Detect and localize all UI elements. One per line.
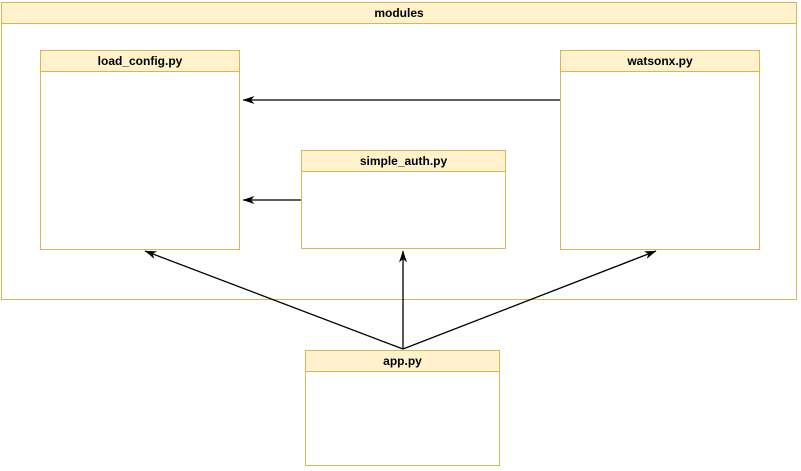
- node-load-config-title: load_config.py: [41, 51, 239, 72]
- node-app-title: app.py: [306, 351, 499, 372]
- node-simple-auth: simple_auth.py: [301, 150, 506, 249]
- node-simple-auth-title: simple_auth.py: [302, 151, 505, 172]
- node-watsonx-title: watsonx.py: [561, 51, 759, 72]
- node-watsonx: watsonx.py: [560, 50, 760, 250]
- node-load-config: load_config.py: [40, 50, 240, 250]
- modules-container-title: modules: [2, 3, 796, 24]
- node-app: app.py: [305, 350, 500, 466]
